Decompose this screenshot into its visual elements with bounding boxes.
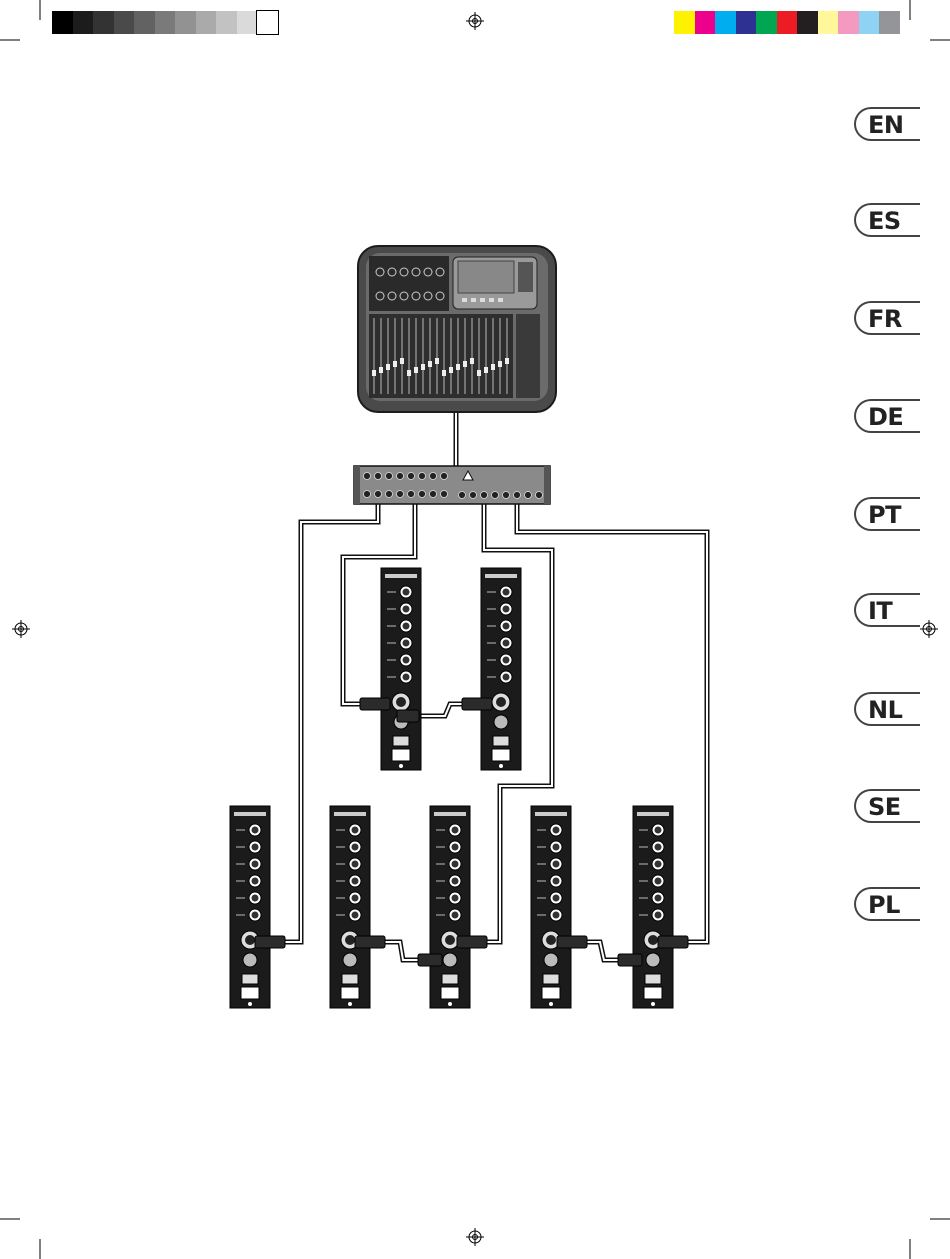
xlr-output-jack <box>481 492 488 499</box>
speaker-bottom-3 <box>430 806 470 1008</box>
xlr-input-jack <box>364 473 371 480</box>
fader-cap <box>414 367 418 373</box>
xlr-plug-icon <box>457 936 487 948</box>
fader-cap <box>442 370 446 376</box>
fader-cap <box>477 370 481 376</box>
speaker-top-2 <box>481 568 521 770</box>
xlr-input-jack <box>408 473 415 480</box>
xlr-output-connector <box>443 953 457 967</box>
xlr-plug-icon <box>618 954 642 966</box>
xlr-input-jack <box>364 491 371 498</box>
xlr-input-jack <box>375 491 382 498</box>
xlr-input-jack <box>375 473 382 480</box>
xlr-output-jack <box>470 492 477 499</box>
power-inlet <box>341 987 359 999</box>
channel-strip-section <box>369 256 449 311</box>
fader-cap <box>505 358 509 364</box>
xlr-output-jack <box>492 492 499 499</box>
fader-cap <box>386 364 390 370</box>
power-inlet <box>644 987 662 999</box>
xlr-output-jack <box>525 492 532 499</box>
power-inlet <box>492 749 510 761</box>
xlr-input-jack <box>397 491 404 498</box>
xlr-output-jack <box>536 492 543 499</box>
speaker-top-1 <box>381 568 421 770</box>
xlr-plug-icon <box>658 936 688 948</box>
xlr-input-jack <box>430 491 437 498</box>
xlr-output-connector <box>544 953 558 967</box>
fader-cap <box>456 364 460 370</box>
speaker-bottom-5 <box>633 806 673 1008</box>
xlr-input-jack <box>441 473 448 480</box>
stage-box <box>354 466 550 504</box>
fader-cap <box>435 358 439 364</box>
fader-cap <box>400 358 404 364</box>
xlr-input-jack <box>419 491 426 498</box>
xlr-output-connector <box>646 953 660 967</box>
power-inlet <box>542 987 560 999</box>
xlr-input-jack <box>441 491 448 498</box>
xlr-input-jack <box>397 473 404 480</box>
power-inlet <box>392 749 410 761</box>
xlr-output-connector <box>494 715 508 729</box>
fader-cap <box>463 361 467 367</box>
xlr-output-connector <box>243 953 257 967</box>
xlr-output-jack <box>503 492 510 499</box>
xlr-plug-icon <box>557 936 587 948</box>
xlr-input-jack <box>408 491 415 498</box>
power-switch <box>442 974 458 984</box>
fader-cap <box>393 361 397 367</box>
power-switch <box>242 974 258 984</box>
speaker-bottom-2 <box>330 806 370 1008</box>
fader-cap <box>407 370 411 376</box>
xlr-plug-icon <box>255 936 285 948</box>
fader-cap <box>449 367 453 373</box>
power-inlet <box>241 987 259 999</box>
xlr-plug-icon <box>355 936 385 948</box>
speaker-bottom-4 <box>531 806 571 1008</box>
digital-mixer <box>358 246 556 412</box>
fader-cap <box>379 367 383 373</box>
xlr-input-jack <box>386 473 393 480</box>
fader-bank <box>369 314 513 398</box>
power-switch <box>393 736 409 746</box>
fader-cap <box>498 361 502 367</box>
xlr-output-jack <box>514 492 521 499</box>
xlr-input-jack <box>430 473 437 480</box>
xlr-output-jack <box>459 492 466 499</box>
power-switch <box>645 974 661 984</box>
fader-cap <box>428 361 432 367</box>
xlr-plug-icon <box>397 710 419 722</box>
xlr-output-connector <box>343 953 357 967</box>
power-inlet <box>441 987 459 999</box>
xlr-plug-icon <box>462 698 492 710</box>
mixer-screen <box>458 261 514 293</box>
fader-cap <box>421 364 425 370</box>
fader-cap <box>491 364 495 370</box>
power-switch <box>342 974 358 984</box>
xlr-input-jack <box>386 491 393 498</box>
power-switch <box>543 974 559 984</box>
xlr-plug-icon <box>360 698 390 710</box>
speaker-bottom-1 <box>230 806 270 1008</box>
fader-cap <box>372 370 376 376</box>
xlr-plug-icon <box>418 954 442 966</box>
power-switch <box>493 736 509 746</box>
fader-cap <box>484 367 488 373</box>
xlr-input-jack <box>419 473 426 480</box>
fader-cap <box>470 358 474 364</box>
